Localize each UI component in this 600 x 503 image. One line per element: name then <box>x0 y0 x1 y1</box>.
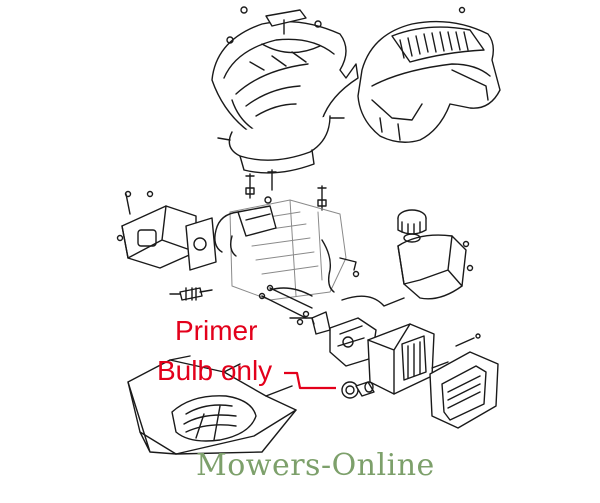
starter-handle <box>226 6 322 44</box>
annotation-leader-line <box>284 371 336 390</box>
primer-bulb-icon <box>341 381 375 399</box>
muffler <box>116 190 217 271</box>
ignition-coil <box>214 196 277 257</box>
box <box>127 355 297 455</box>
engine-block <box>229 199 347 301</box>
bolts-upper <box>245 169 327 211</box>
engine-hood-right <box>357 6 501 143</box>
bolts-long <box>258 284 313 319</box>
spark-plug <box>169 287 213 301</box>
carburettor <box>289 310 377 367</box>
fuel-tank <box>397 209 474 300</box>
engine-cover-left <box>211 20 359 174</box>
air-filter <box>367 323 499 429</box>
annotation-primer: Primer <box>175 315 258 346</box>
watermark-logo: Mowers-Online <box>196 448 435 483</box>
annotation-bulb-only: Bulb only <box>157 355 273 386</box>
fuel-line <box>269 239 405 307</box>
